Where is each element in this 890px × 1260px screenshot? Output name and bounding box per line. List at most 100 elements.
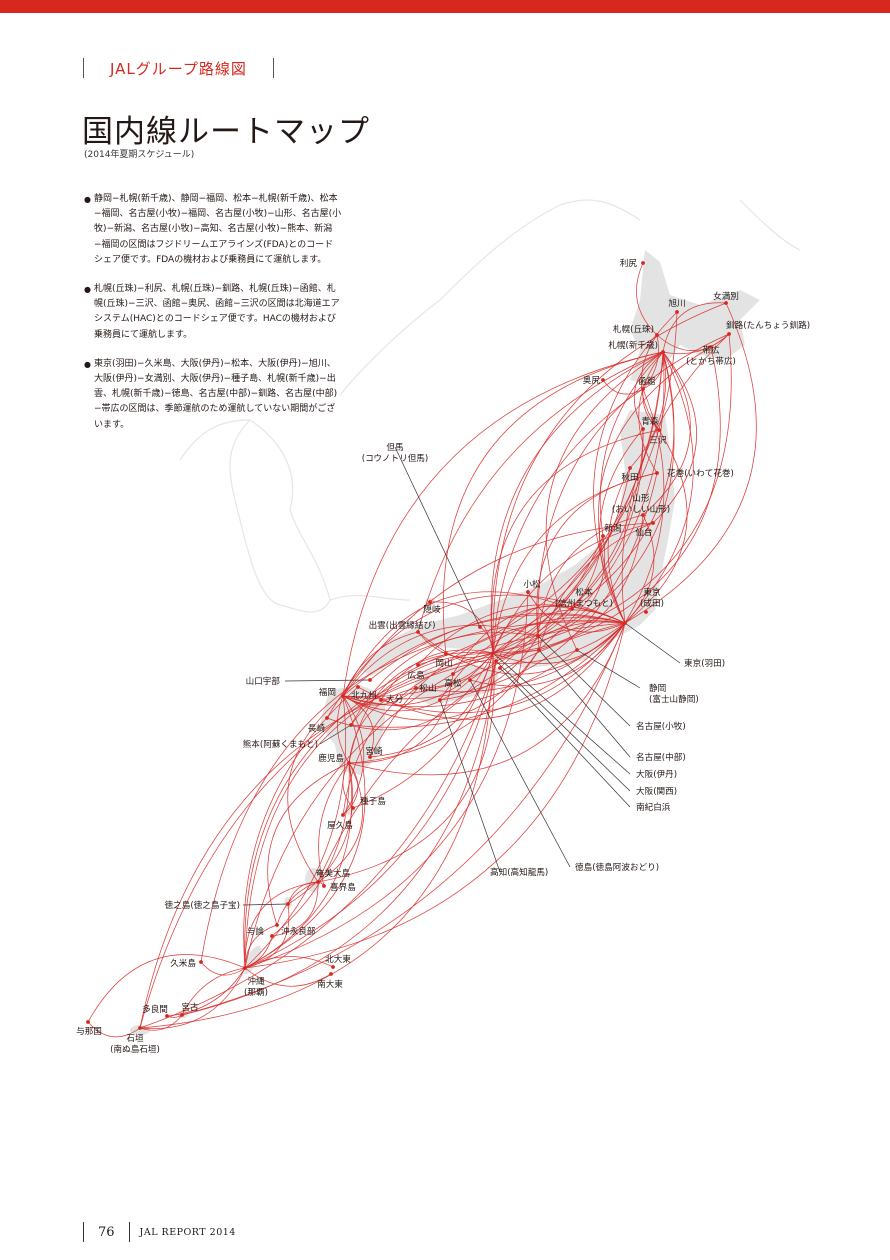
- airport-dot[interactable]: [428, 600, 432, 604]
- route-line: [348, 687, 417, 764]
- route-line: [342, 762, 354, 809]
- airport-label: 松本: [575, 586, 593, 598]
- airport-dot[interactable]: [478, 625, 482, 629]
- airport-label: 大阪(伊丹): [636, 768, 677, 780]
- airport-dot[interactable]: [601, 378, 605, 382]
- route-line: [348, 673, 454, 764]
- airport-dot[interactable]: [655, 471, 659, 475]
- airport-dot[interactable]: [536, 634, 540, 638]
- airport-dot[interactable]: [644, 610, 648, 614]
- airport-dot[interactable]: [416, 663, 420, 667]
- airport-dot[interactable]: [526, 590, 530, 594]
- airport-dot[interactable]: [494, 659, 498, 663]
- airport-label: 南大東: [317, 978, 343, 990]
- airport-label: (とかち帯広): [686, 355, 736, 367]
- airport-dot[interactable]: [655, 333, 659, 337]
- airport-dot[interactable]: [368, 755, 372, 759]
- airport-label: 徳島(徳島阿波おどり): [575, 861, 659, 873]
- airport-dot[interactable]: [275, 923, 279, 927]
- airport-dot[interactable]: [537, 648, 541, 652]
- airport-label: 広島: [407, 669, 425, 681]
- airport-dot[interactable]: [325, 716, 329, 720]
- airport-dot[interactable]: [322, 884, 326, 888]
- airport-label: 山形: [632, 493, 650, 504]
- route-line: [495, 351, 675, 662]
- airport-dot[interactable]: [414, 686, 418, 690]
- airport-dot[interactable]: [727, 332, 731, 336]
- route-line: [244, 924, 278, 969]
- airport-dot[interactable]: [180, 1013, 184, 1017]
- route-line: [429, 601, 494, 654]
- leader-line: [495, 660, 631, 792]
- airport-dot[interactable]: [331, 965, 335, 969]
- airport-dot[interactable]: [601, 534, 605, 538]
- airport-dot[interactable]: [444, 652, 448, 656]
- route-line: [490, 351, 664, 654]
- airport-dot[interactable]: [641, 513, 645, 517]
- airport-dot[interactable]: [657, 428, 661, 432]
- airport-dot[interactable]: [651, 521, 655, 525]
- airport-dot[interactable]: [270, 934, 274, 938]
- route-line: [607, 467, 631, 624]
- airport-dot[interactable]: [286, 902, 290, 906]
- airport-label: 熊本(阿蘇くまもと): [243, 738, 318, 750]
- route-line: [492, 388, 644, 654]
- airport-dot[interactable]: [341, 813, 345, 817]
- route-line: [87, 954, 246, 1023]
- airport-dot[interactable]: [138, 1026, 142, 1030]
- airport-dot[interactable]: [451, 672, 455, 676]
- route-line: [527, 591, 626, 633]
- airport-dot[interactable]: [498, 666, 502, 670]
- airport-dot[interactable]: [379, 698, 383, 702]
- airport-dot[interactable]: [641, 387, 645, 391]
- airport-label: 松山: [419, 682, 436, 694]
- airport-dot[interactable]: [86, 1020, 90, 1024]
- note-hac: 札幌(丘珠)−利尻、札幌(丘珠)−釧路、札幌(丘珠)−函館、札幌(丘珠)−三沢、…: [84, 282, 342, 343]
- airport-dot[interactable]: [416, 630, 420, 634]
- airport-dot[interactable]: [243, 966, 247, 970]
- airport-label: 函館: [638, 375, 655, 387]
- leader-line: [242, 903, 289, 906]
- route-line: [545, 351, 664, 651]
- airport-dot[interactable]: [438, 698, 442, 702]
- airport-dot[interactable]: [356, 685, 360, 689]
- airport-dot[interactable]: [341, 694, 345, 698]
- route-line: [352, 652, 494, 809]
- airport-dot[interactable]: [709, 345, 713, 349]
- route-line: [636, 262, 658, 336]
- leader-line: [469, 679, 571, 868]
- route-line: [350, 632, 539, 726]
- airport-dot[interactable]: [724, 301, 728, 305]
- route-line: [271, 881, 319, 937]
- airport-dot[interactable]: [570, 607, 574, 611]
- note-fda: 静岡−札幌(新千歳)、静岡−福岡、松本−札幌(新千歳)、松本−福岡、名古屋(小牧…: [84, 192, 342, 268]
- route-line: [244, 649, 540, 969]
- route-line: [350, 652, 494, 726]
- airport-dot[interactable]: [628, 466, 632, 470]
- footer: 76 JAL REPORT 2014: [83, 1222, 236, 1242]
- airport-dot[interactable]: [329, 972, 333, 976]
- airport-dot[interactable]: [623, 621, 627, 625]
- airport-dot[interactable]: [347, 761, 351, 765]
- airport-dot[interactable]: [675, 310, 679, 314]
- airport-dot[interactable]: [316, 880, 320, 884]
- airport-dot[interactable]: [491, 651, 495, 655]
- leader-line: [499, 667, 631, 808]
- airport-dot[interactable]: [575, 648, 579, 652]
- airport-dot[interactable]: [351, 806, 355, 810]
- airport-dot[interactable]: [641, 261, 645, 265]
- leader-line: [537, 635, 631, 727]
- section-title: JALグループ路線図: [110, 59, 247, 78]
- airport-dot[interactable]: [199, 960, 203, 964]
- route-line: [537, 535, 606, 637]
- route-line: [244, 881, 319, 969]
- route-line: [417, 351, 664, 633]
- airport-label: 種子島: [360, 795, 386, 807]
- airport-dot[interactable]: [368, 678, 372, 682]
- airport-dot[interactable]: [165, 1014, 169, 1018]
- airport-dot[interactable]: [468, 678, 472, 682]
- section-header: JALグループ路線図: [83, 57, 274, 79]
- airport-dot[interactable]: [641, 427, 645, 431]
- airport-dot[interactable]: [349, 723, 353, 727]
- airport-dot[interactable]: [661, 350, 665, 354]
